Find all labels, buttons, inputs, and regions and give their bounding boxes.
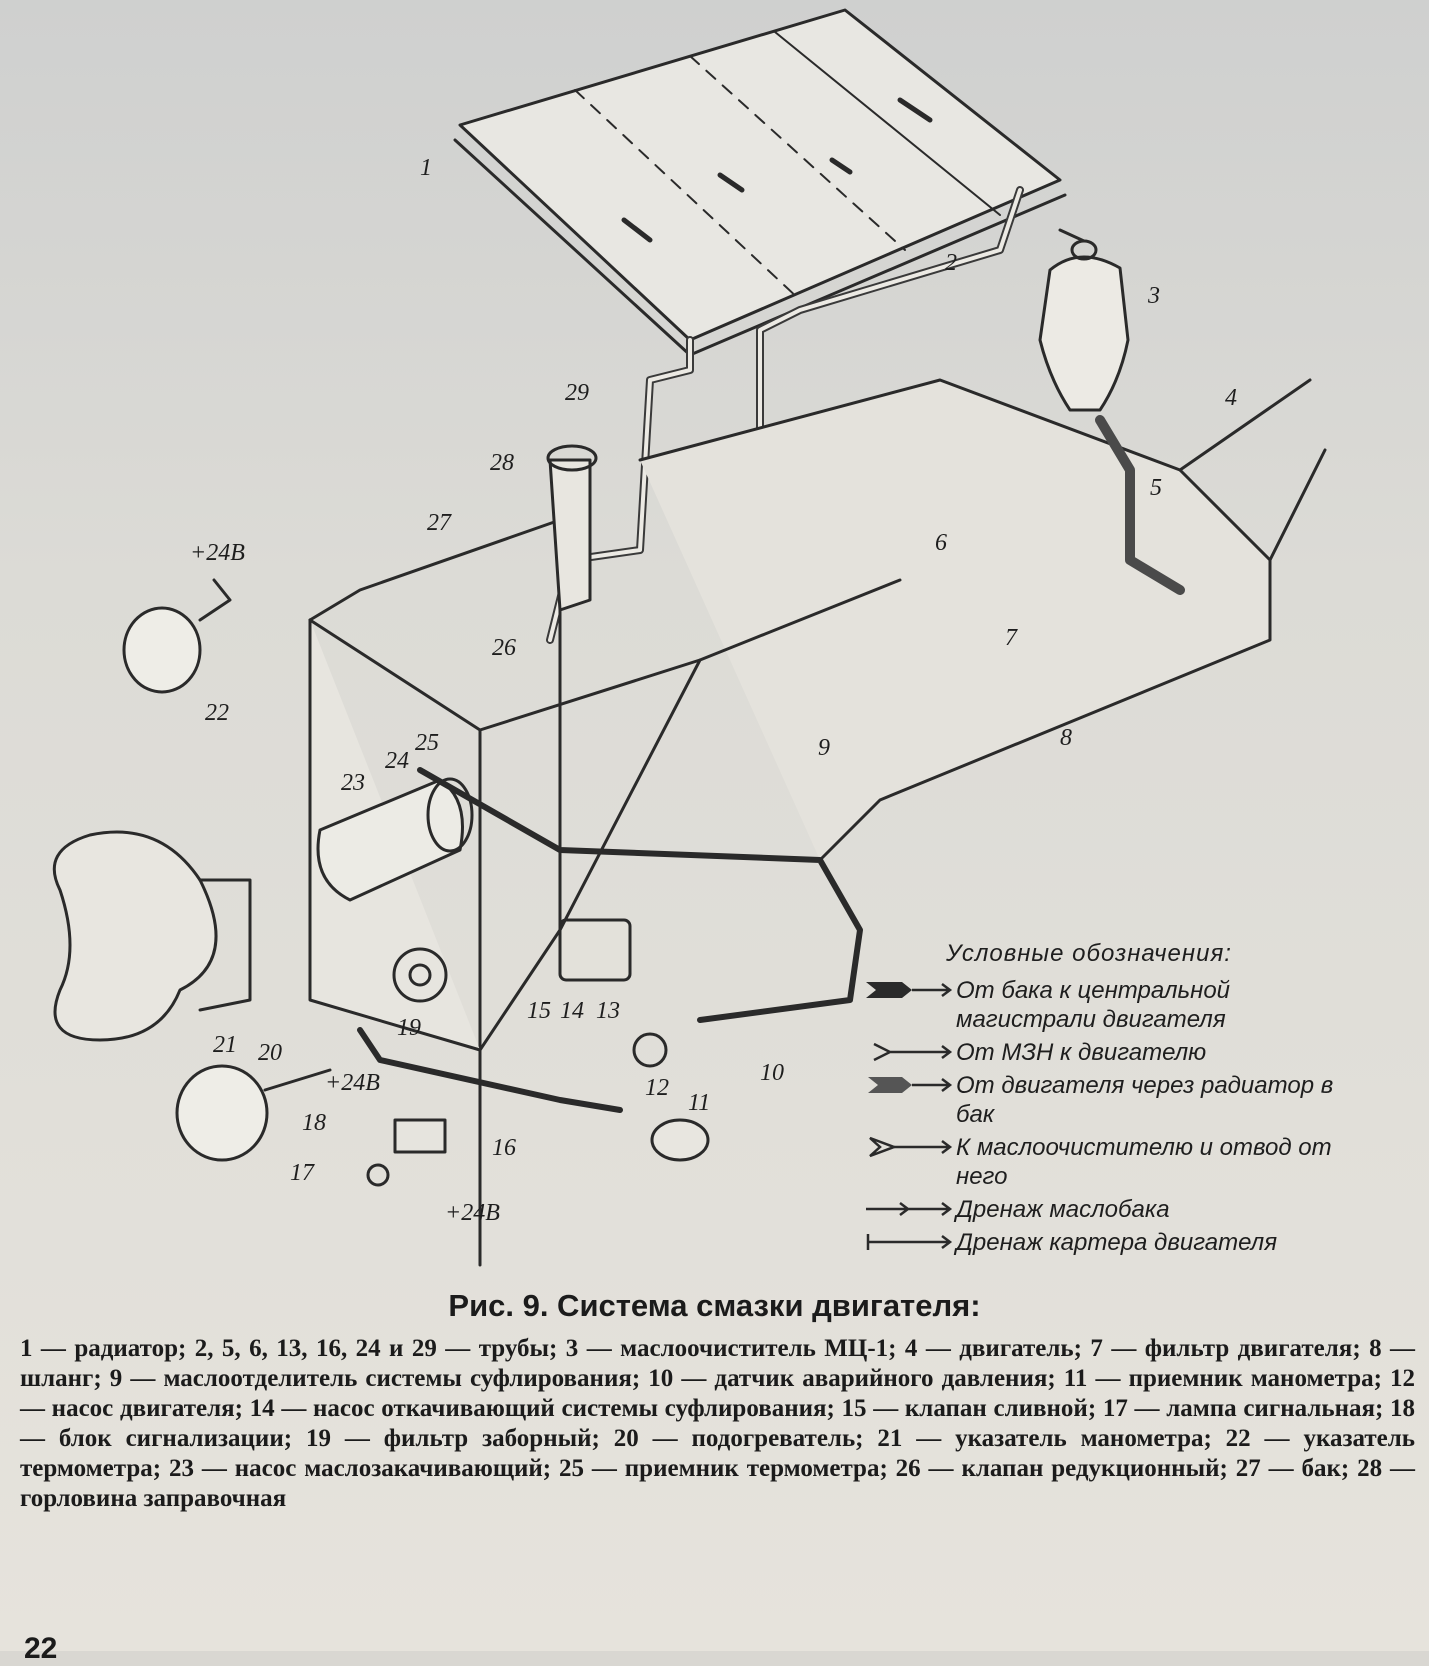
- page-number: 22: [24, 1632, 58, 1665]
- legend-thick-arrow-icon: [866, 982, 953, 998]
- label-27: 27: [427, 510, 452, 536]
- pipe-2: [756, 186, 1024, 544]
- legend-item-mzn-to-engine: От МЗН к двигателю: [860, 1038, 1340, 1067]
- pipe-16: [357, 1027, 623, 1113]
- label-19: 19: [397, 1015, 421, 1041]
- label-20: 20: [258, 1040, 282, 1066]
- label-15: 15: [527, 998, 551, 1024]
- label-12: 12: [645, 1075, 669, 1101]
- label-17: 17: [290, 1160, 315, 1186]
- flow-arrows: [621, 97, 933, 243]
- label-14: 14: [560, 998, 584, 1024]
- legend-item-tank-to-main: От бака к центральной магистрали двигате…: [860, 976, 1340, 1034]
- radiator: [453, 8, 1067, 357]
- voltage-label-top: +24В: [190, 540, 245, 566]
- label-29: 29: [565, 380, 589, 406]
- legend-text-5: Дренаж маслобака: [956, 1196, 1170, 1223]
- label-3: 3: [1147, 283, 1160, 309]
- label-18: 18: [302, 1110, 326, 1136]
- legend-item-engine-to-tank: От двигателя через радиатор в бак: [860, 1071, 1340, 1129]
- label-5: 5: [1150, 475, 1162, 501]
- legend-open-arrow-icon: [873, 1042, 953, 1062]
- legend-title: Условные обозначения:: [946, 940, 1232, 967]
- pipe-24: [417, 767, 863, 1023]
- manometer-receiver: [650, 1118, 710, 1162]
- legend-item-tank-drain: Дренаж маслобака: [860, 1195, 1340, 1224]
- heater: [52, 830, 252, 1042]
- legend-text-6: Дренаж картера двигателя: [956, 1229, 1278, 1256]
- sump-pump: [558, 918, 632, 982]
- legend-text-3: От двигателя через радиатор в бак: [956, 1072, 1334, 1128]
- engine: [638, 378, 1327, 862]
- label-4: 4: [1225, 385, 1237, 411]
- label-21: 21: [213, 1032, 237, 1058]
- pipe-5: [1095, 415, 1185, 595]
- label-23: 23: [341, 770, 365, 796]
- figure-caption: 1 — радиатор; 2, 5, 6, 13, 16, 24 и 29 —…: [20, 1335, 1415, 1512]
- label-25: 25: [415, 730, 439, 756]
- label-2: 2: [945, 250, 957, 276]
- legend-item-crankcase-drain: Дренаж картера двигателя: [860, 1228, 1340, 1257]
- signal-block: [366, 1118, 447, 1187]
- lubrication-system-diagram: 1 2 3 4 5 6 7 8 9 10 11 12 13 14 15 16 1…: [52, 8, 1327, 1267]
- label-22: 22: [205, 700, 229, 726]
- label-24: 24: [385, 748, 409, 774]
- manometer-gauge: [175, 1064, 332, 1162]
- intake-filter: [392, 947, 448, 1003]
- label-13: 13: [596, 998, 620, 1024]
- engine-pump: [632, 1032, 668, 1068]
- legend-text-2: От МЗН к двигателю: [956, 1039, 1207, 1066]
- filler-neck: [546, 444, 598, 612]
- label-11: 11: [688, 1090, 710, 1116]
- label-7: 7: [1005, 625, 1018, 651]
- voltage-label-bottom: +24В: [445, 1200, 500, 1226]
- label-8: 8: [1060, 725, 1072, 751]
- legend-hatched-arrow-icon: [868, 1077, 953, 1093]
- legend-item-oil-cleaner: К маслоочистителю и отвод от него: [860, 1133, 1340, 1191]
- label-10: 10: [760, 1060, 784, 1086]
- voltage-label-mid: +24В: [325, 1070, 380, 1096]
- legend-double-chevron-icon: [869, 1136, 953, 1158]
- legend-text-1: От бака к центральной магистрали двигате…: [956, 977, 1231, 1033]
- legend: Условные обозначения: От бака к централь…: [860, 940, 1340, 1261]
- label-28: 28: [490, 450, 514, 476]
- label-6: 6: [935, 530, 947, 556]
- part-labels: 1 2 3 4 5 6 7 8 9 10 11 12 13 14 15 16 1…: [190, 155, 1237, 1226]
- legend-double-arrow-icon: [866, 1202, 953, 1216]
- label-26: 26: [492, 635, 516, 661]
- legend-tick-line-icon: [866, 1234, 953, 1250]
- figure-title: Рис. 9. Система смазки двигателя:: [448, 1288, 981, 1323]
- tank-drain-line: [558, 578, 902, 932]
- label-1: 1: [420, 155, 432, 181]
- label-16: 16: [492, 1135, 516, 1161]
- label-9: 9: [818, 735, 830, 761]
- legend-text-4: К маслоочистителю и отвод от него: [956, 1134, 1332, 1190]
- oil-cleaner: [1038, 228, 1130, 412]
- thermometer-gauge: [122, 578, 232, 694]
